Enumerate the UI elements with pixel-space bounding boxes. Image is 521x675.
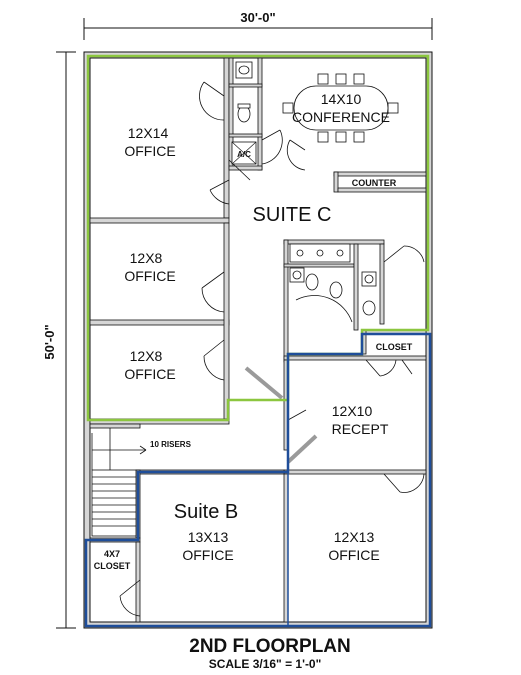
conference-table <box>282 73 399 143</box>
room-name: CONFERENCE <box>292 109 390 125</box>
room-size: 12X10 <box>332 403 373 419</box>
height-dimension: 50'-0" <box>42 324 57 359</box>
room-conference: 14X10 CONFERENCE <box>292 91 390 125</box>
scale-note: SCALE 3/16" = 1'-0" <box>209 657 322 671</box>
room-name: OFFICE <box>182 547 233 563</box>
ac-unit <box>231 141 257 165</box>
room-size: 14X10 <box>321 91 362 107</box>
closet-label: CLOSET <box>376 342 413 352</box>
ac-label: A/C <box>237 150 251 159</box>
door-swings <box>119 81 425 617</box>
room-size: 4X7 <box>104 549 120 559</box>
interior-walls <box>89 57 427 623</box>
restroom-fixtures <box>235 61 377 316</box>
dimension-lines <box>56 18 433 629</box>
floorplan-title: 2ND FLOORPLAN <box>189 636 351 657</box>
room-size: 12X13 <box>334 529 375 545</box>
staircase <box>91 428 147 537</box>
partition-walls <box>244 366 318 464</box>
suite-b-label: Suite B <box>174 501 238 523</box>
room-reception: 12X10 RECEPT <box>332 403 389 437</box>
room-name: RECEPT <box>332 421 389 437</box>
room-size: 12X14 <box>128 125 169 141</box>
room-size: 12X8 <box>130 250 163 266</box>
room-office-1: 12X14 OFFICE <box>124 125 175 159</box>
room-closet-small: 4X7 CLOSET <box>94 549 131 571</box>
suite-c-label: SUITE C <box>253 204 332 226</box>
risers-label: 10 RISERS <box>150 440 192 449</box>
room-office-5: 12X13 OFFICE <box>328 529 379 563</box>
width-dimension: 30'-0" <box>240 10 275 25</box>
room-name: OFFICE <box>328 547 379 563</box>
room-size: 12X8 <box>130 348 163 364</box>
room-name: OFFICE <box>124 366 175 382</box>
room-office-4: 13X13 OFFICE <box>182 529 233 563</box>
room-size: 13X13 <box>188 529 229 545</box>
room-name: OFFICE <box>124 268 175 284</box>
room-office-2: 12X8 OFFICE <box>124 250 175 284</box>
room-office-3: 12X8 OFFICE <box>124 348 175 382</box>
counter-label: COUNTER <box>352 178 397 188</box>
room-name: CLOSET <box>94 561 131 571</box>
suite-b-outline <box>84 332 432 628</box>
room-name: OFFICE <box>124 143 175 159</box>
